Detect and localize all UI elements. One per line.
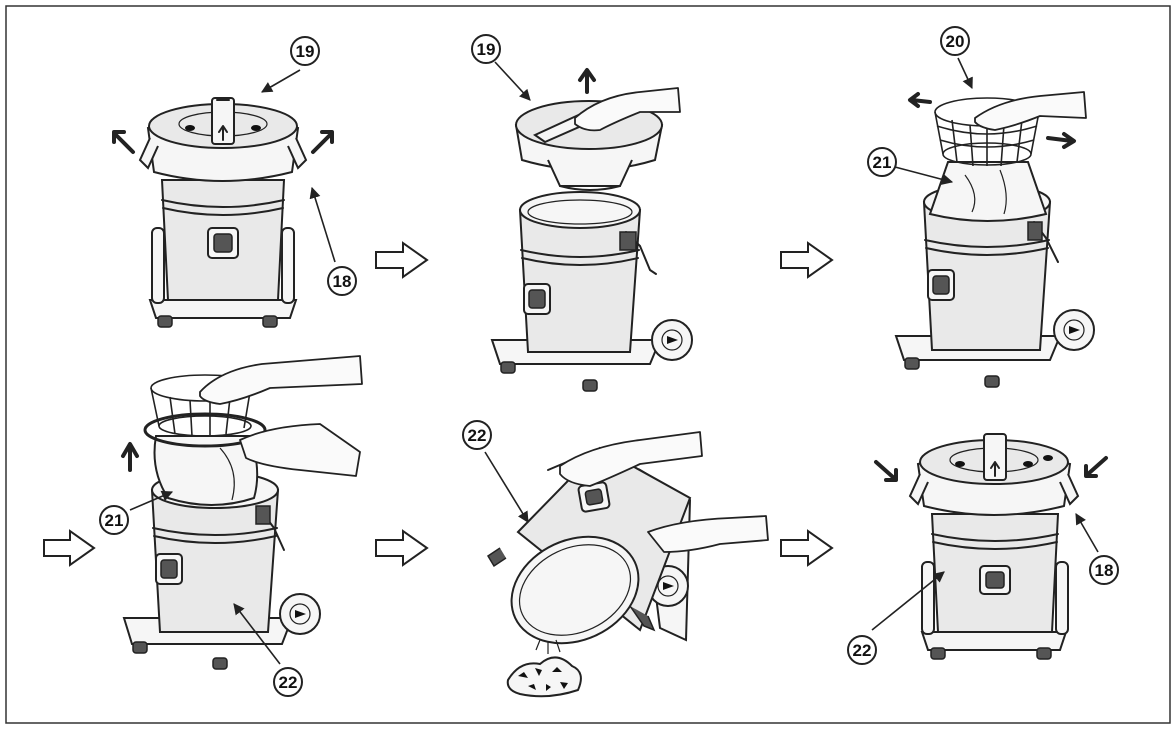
callout-21-top-right: 21 bbox=[867, 147, 897, 177]
callout-21-bottom-left: 21 bbox=[99, 505, 129, 535]
step5-empty-tank bbox=[486, 431, 769, 698]
flow-arrow-5 bbox=[780, 529, 834, 567]
diagram-frame bbox=[5, 5, 1171, 724]
svg-text:19: 19 bbox=[477, 40, 496, 59]
flow-arrow-4 bbox=[375, 529, 429, 567]
callout-18-bottom-right: 18 bbox=[1089, 555, 1119, 585]
svg-text:22: 22 bbox=[279, 673, 298, 692]
svg-text:18: 18 bbox=[333, 272, 352, 291]
flow-arrow-2 bbox=[780, 241, 834, 279]
flow-arrow-1 bbox=[375, 241, 429, 279]
svg-text:18: 18 bbox=[1095, 561, 1114, 580]
callout-22-bottom-middle: 22 bbox=[462, 420, 492, 450]
step2-remove-head bbox=[490, 68, 693, 392]
step6-reassemble bbox=[874, 433, 1108, 660]
svg-text:21: 21 bbox=[873, 153, 892, 172]
flow-arrow-3 bbox=[43, 529, 96, 567]
callout-18-top-left: 18 bbox=[327, 266, 357, 296]
callout-20: 20 bbox=[940, 26, 970, 56]
svg-text:20: 20 bbox=[946, 32, 965, 51]
callout-22-bottom-right: 22 bbox=[847, 635, 877, 665]
svg-text:19: 19 bbox=[296, 42, 315, 61]
callout-19-top-left: 19 bbox=[290, 36, 320, 66]
step3-remove-filter-basket bbox=[894, 91, 1095, 388]
callout-19-top-middle: 19 bbox=[471, 34, 501, 64]
svg-text:22: 22 bbox=[468, 426, 487, 445]
svg-text:21: 21 bbox=[105, 511, 124, 530]
svg-text:22: 22 bbox=[853, 641, 872, 660]
step4-remove-filter-bag bbox=[121, 355, 363, 670]
step1-unlatch bbox=[112, 97, 334, 328]
callout-22-bottom-left: 22 bbox=[273, 667, 303, 697]
